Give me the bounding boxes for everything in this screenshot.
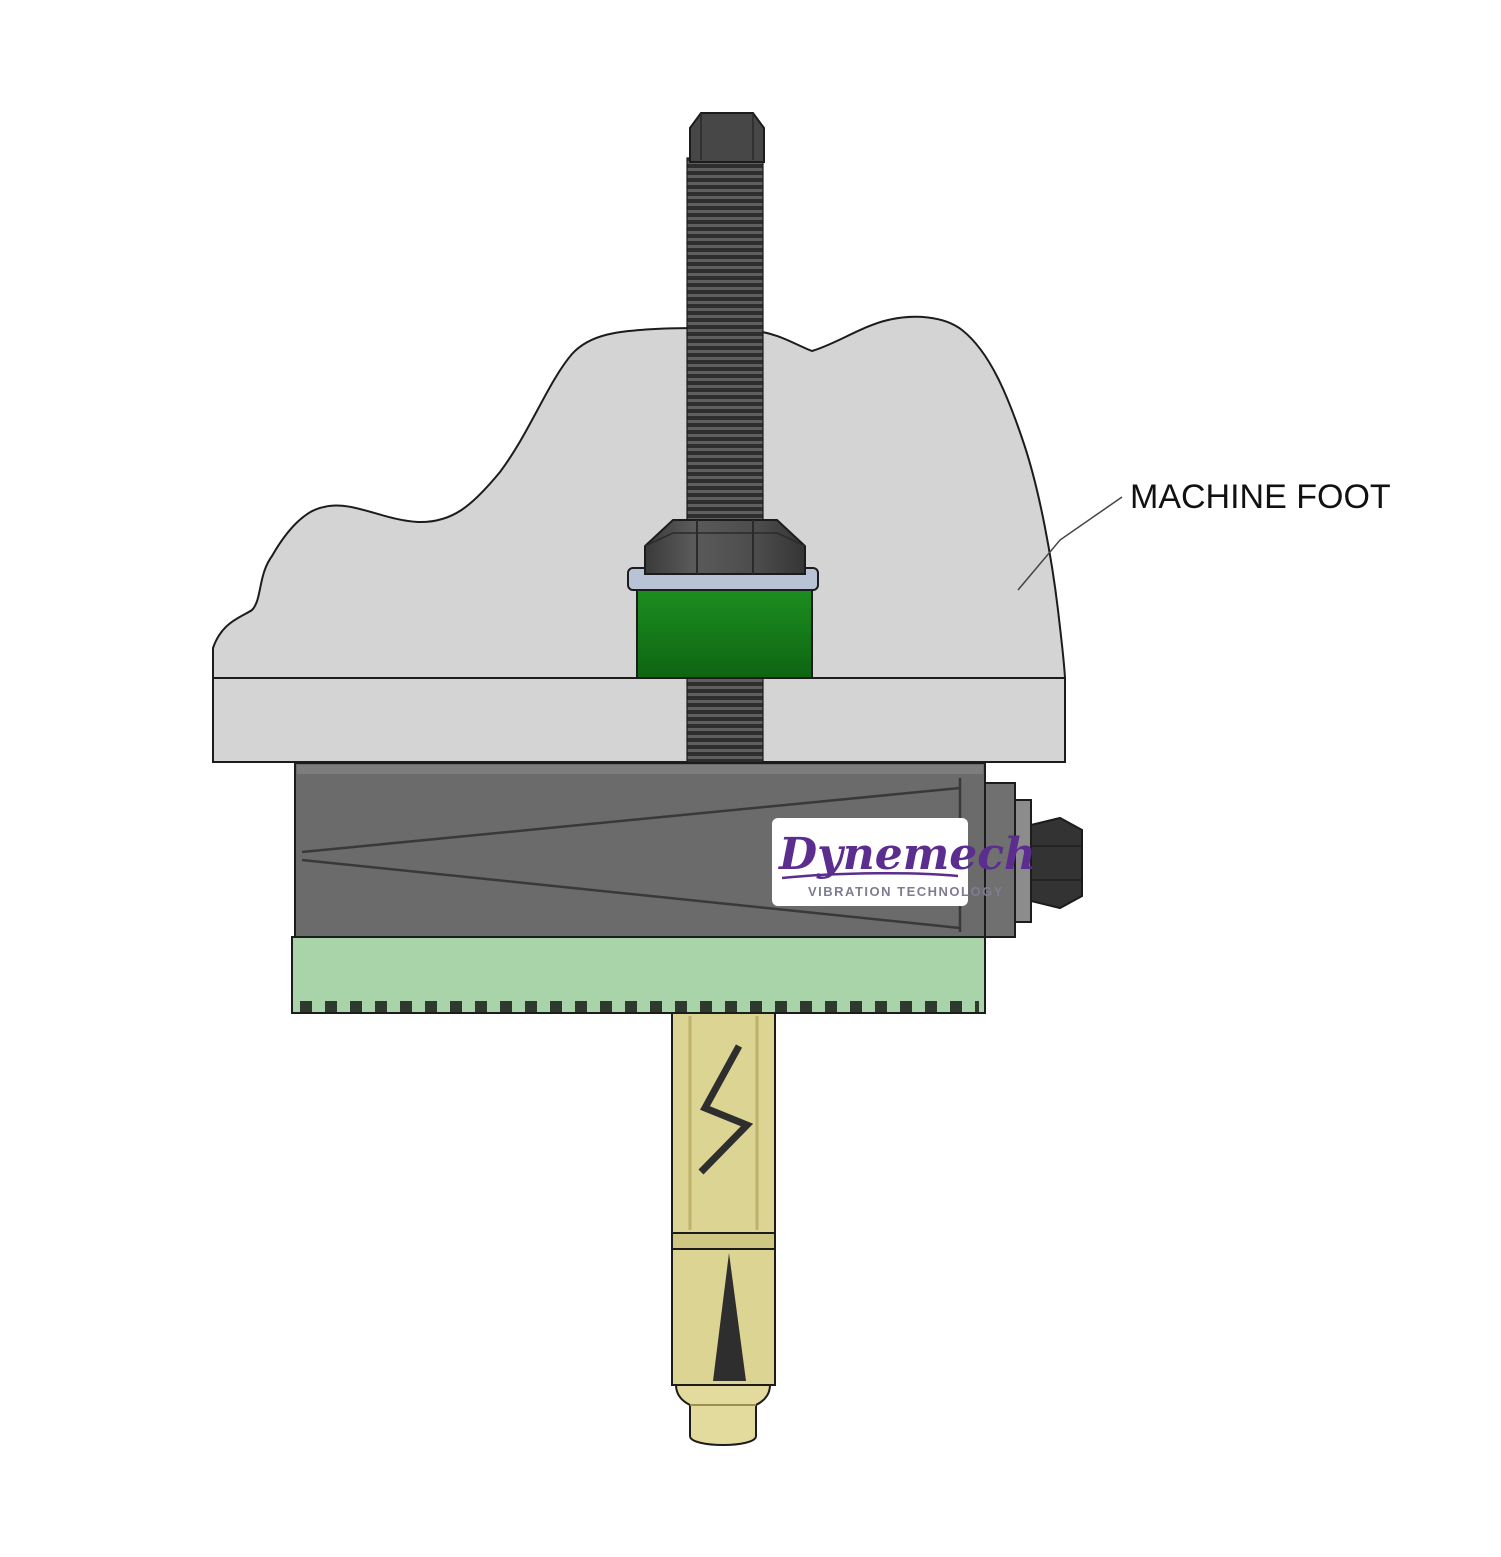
machine-foot-base-plate [212,677,1066,763]
anchor-split-crack [698,1044,754,1175]
logo: Dynemech VIBRATION TECHNOLOGY [772,818,1036,906]
machine-foot [212,315,1067,763]
anchor-tip [674,1384,772,1446]
side-bolt-assembly [984,782,1083,938]
anchor-expansion-wedge [713,1253,746,1381]
machine-foot-shape [212,315,1067,679]
top-isolation-stack [627,519,819,679]
anchor-bolt [671,1012,776,1446]
green-bushing [636,584,813,679]
logo-plate [772,818,968,906]
logo-underline [781,871,959,880]
logo-brand-text: Dynemech [777,829,1036,880]
anchor-collar [671,1232,776,1250]
logo-tagline-text: VIBRATION TECHNOLOGY [808,884,1004,899]
side-plate [984,782,1016,938]
isolation-pad [291,936,986,1014]
machine-foot-label: MACHINE FOOT [1130,478,1391,516]
side-hex-nut [1030,816,1083,910]
hex-nut-chamfer [644,532,806,547]
machine-foot-callout: MACHINE FOOT [1017,478,1391,591]
leader-line [1017,496,1123,591]
pad-serration [298,999,979,1012]
mount-body: Dynemech VIBRATION TECHNOLOGY [294,762,1083,938]
anchor-upper-shaft [671,1012,776,1234]
mount-body-top-edge [297,765,983,774]
hex-nut-top [644,519,806,575]
